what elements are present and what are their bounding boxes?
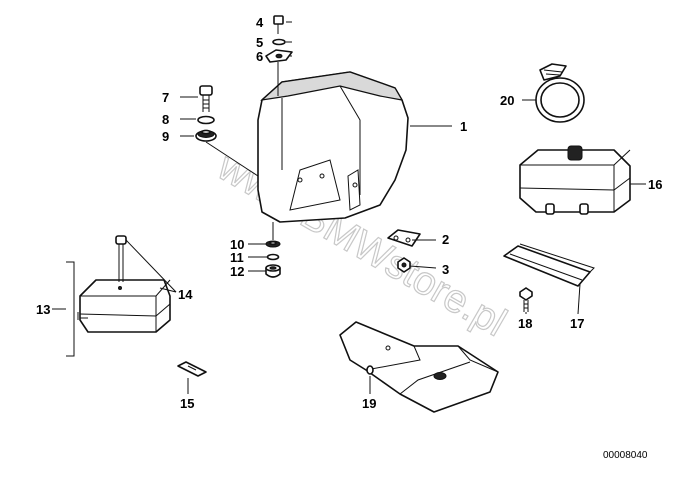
callout-15[interactable]: 15 [180,396,194,411]
leader-14b [159,287,177,293]
part-18-screw[interactable] [519,287,533,312]
part-7-bolt[interactable] [199,85,213,112]
callout-19[interactable]: 19 [362,396,376,411]
callout-8[interactable]: 8 [162,112,169,127]
part-11-washer[interactable] [266,253,280,261]
part-2-clip-plate[interactable] [387,229,421,247]
callout-9[interactable]: 9 [162,129,169,144]
part-16-control-box[interactable] [519,145,631,215]
callout-12[interactable]: 12 [230,264,244,279]
part-12-nut[interactable] [265,264,281,278]
part-3-nut[interactable] [397,257,411,273]
part-14-pin[interactable] [115,235,127,282]
leader-3 [409,265,437,269]
part-8-washer[interactable] [197,115,215,125]
callout-5[interactable]: 5 [256,35,263,50]
document-number: 00008040 [603,450,648,461]
part-19-bracket[interactable] [339,321,499,413]
callout-3[interactable]: 3 [442,262,449,277]
part-9-grommet[interactable] [195,129,217,142]
callout-13[interactable]: 13 [36,302,50,317]
part-10-grommet[interactable] [265,240,281,248]
part-1-reservoir-tank[interactable] [257,71,409,223]
part-17-mounting-rail[interactable] [503,243,595,287]
part-13-group-bracket [66,261,75,357]
leader-14a [125,239,177,293]
callout-16[interactable]: 16 [648,177,662,192]
leader-17 [577,283,581,315]
callout-4[interactable]: 4 [256,15,264,30]
part-15-fuse[interactable] [177,361,207,377]
callout-20[interactable]: 20 [500,93,514,108]
callout-18[interactable]: 18 [518,316,532,331]
leader-9-to-tank [205,141,259,177]
part-20-hose-clamp[interactable] [535,63,585,123]
callout-17[interactable]: 17 [570,316,584,331]
callout-11[interactable]: 11 [230,250,244,265]
part-6-bracket-plate[interactable] [265,49,293,63]
callout-6[interactable]: 6 [256,49,263,64]
part-14-relay-box[interactable] [77,279,171,333]
part-5-washer[interactable] [272,38,286,46]
callout-2[interactable]: 2 [442,232,449,247]
callout-1[interactable]: 1 [460,119,467,134]
callout-7[interactable]: 7 [162,90,169,105]
callout-14[interactable]: 14 [178,287,193,302]
part-4-screw[interactable] [273,15,284,34]
callout-10[interactable]: 10 [230,237,244,252]
